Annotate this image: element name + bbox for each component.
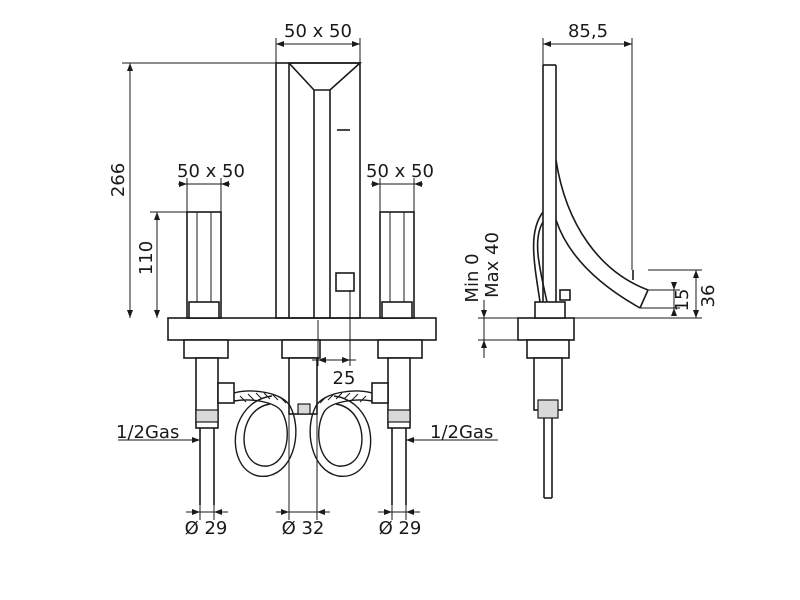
dim-left-diameter bbox=[186, 505, 228, 520]
center-offset-label: 25 bbox=[333, 368, 356, 389]
dim-right-diameter bbox=[378, 505, 420, 520]
right-hose-loop bbox=[309, 390, 373, 477]
dim-outlet-height bbox=[640, 282, 680, 316]
dim-deck-thickness bbox=[478, 300, 518, 358]
dim-right-thread bbox=[406, 437, 498, 443]
dim-handle-height bbox=[150, 211, 187, 318]
left-handle-section-label: 50 x 50 bbox=[177, 161, 245, 182]
deck-min-label: Min 0 bbox=[462, 253, 483, 302]
left-handle bbox=[186, 211, 222, 319]
right-diameter-label: Ø 29 bbox=[379, 518, 422, 539]
dim-spout-section bbox=[275, 38, 361, 63]
total-height-label: 266 bbox=[108, 163, 129, 197]
side-mount-body bbox=[526, 339, 570, 499]
right-thread-label: 1/2Gas bbox=[430, 422, 493, 443]
center-diameter-label: Ø 32 bbox=[282, 518, 325, 539]
dim-right-handle-section bbox=[371, 178, 423, 212]
dim-side-projection bbox=[542, 38, 633, 270]
spout-body bbox=[275, 62, 363, 319]
front-view: 50 x 50 266 110 50 x 50 bbox=[108, 21, 498, 539]
right-valve-body bbox=[371, 339, 423, 505]
side-spout-body bbox=[532, 64, 649, 319]
deck-max-label: Max 40 bbox=[482, 232, 503, 298]
left-thread-label: 1/2Gas bbox=[116, 422, 179, 443]
dim-total-height bbox=[122, 62, 276, 318]
center-mount-body bbox=[281, 339, 321, 415]
dim-tip-height bbox=[574, 269, 702, 319]
right-handle bbox=[379, 211, 415, 319]
right-handle-section-label: 50 x 50 bbox=[366, 161, 434, 182]
spout-section-label: 50 x 50 bbox=[284, 21, 352, 42]
left-diameter-label: Ø 29 bbox=[185, 518, 228, 539]
left-hose-loop bbox=[233, 390, 297, 477]
side-deck-plate bbox=[517, 317, 575, 341]
left-valve-body bbox=[183, 339, 235, 505]
tip-height-label: 36 bbox=[698, 285, 719, 308]
outlet-height-label: 15 bbox=[672, 289, 693, 312]
deck-plate bbox=[167, 317, 437, 341]
dim-left-thread bbox=[118, 437, 200, 443]
handle-height-label: 110 bbox=[136, 241, 157, 275]
dim-center-offset bbox=[312, 290, 356, 366]
dim-left-handle-section bbox=[178, 178, 230, 212]
dim-center-diameter bbox=[276, 414, 330, 520]
side-projection-label: 85,5 bbox=[568, 21, 608, 42]
side-view: 85,5 Min 0 Max 40 15 36 bbox=[462, 21, 719, 499]
